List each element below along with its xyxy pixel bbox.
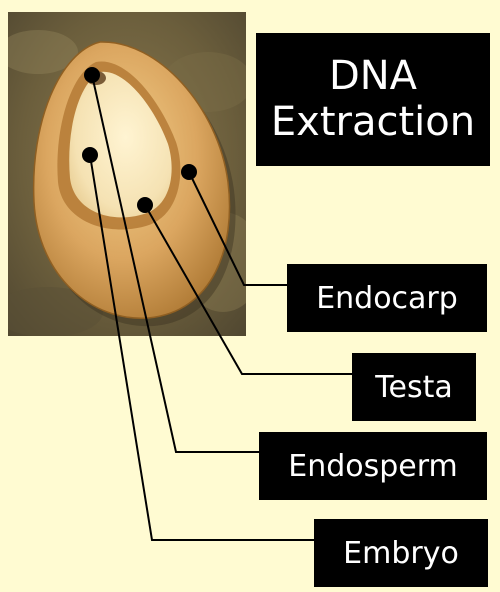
label-endocarp: Endocarp — [287, 264, 487, 332]
label-testa-text: Testa — [375, 370, 452, 405]
label-embryo-text: Embryo — [343, 536, 459, 571]
seed-illustration — [8, 12, 246, 336]
title-line-1: DNA — [329, 53, 417, 99]
label-endosperm: Endosperm — [259, 432, 487, 500]
title-box: DNA Extraction — [256, 33, 490, 166]
title-text: DNA Extraction — [271, 54, 475, 144]
seed-cross-section-photo — [8, 12, 246, 336]
label-endocarp-text: Endocarp — [316, 281, 458, 316]
label-testa: Testa — [352, 353, 476, 421]
embryo-cavity — [86, 71, 106, 85]
title-line-2: Extraction — [271, 99, 475, 145]
label-embryo: Embryo — [314, 519, 488, 587]
label-endosperm-text: Endosperm — [288, 449, 458, 484]
